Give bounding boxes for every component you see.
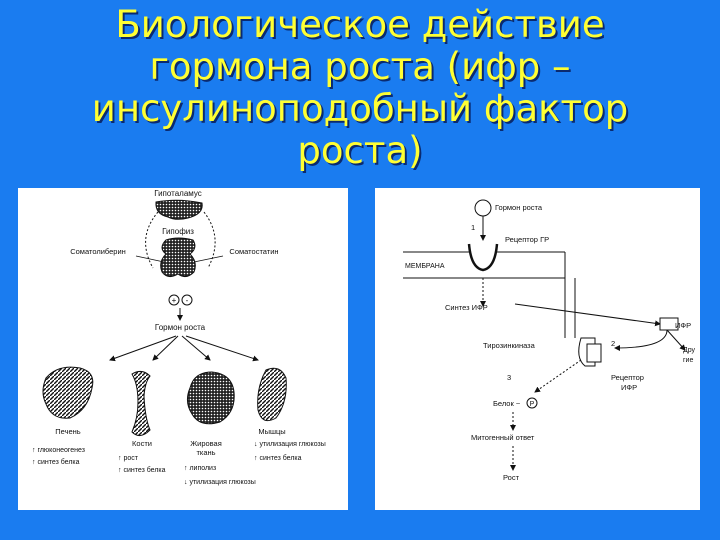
minus-sign: - [186, 296, 189, 305]
membrane-label: МЕМБРАНА [405, 263, 445, 270]
hypothalamus-shape [155, 199, 203, 220]
feedback-arc-right [203, 211, 216, 269]
fat-label-2: ткань [196, 448, 215, 457]
step-3-label: 3 [507, 373, 511, 382]
igf-label: ИФР [675, 321, 691, 330]
phosphate-circle [526, 397, 538, 409]
other-label-1: Дру [683, 347, 696, 354]
igf-box [659, 317, 679, 331]
growth-hormone-molecule [474, 199, 492, 217]
pituitary-label: Гипофиз [162, 227, 194, 236]
plus-circle [168, 294, 180, 306]
arrow-to-fat [181, 335, 211, 361]
arrow-to-muscles [185, 335, 259, 362]
bones-label: Кости [132, 439, 152, 448]
igf-signaling-svg: Гормон роста 1 Рецептор ГР МЕМБРАНА Синт… [403, 199, 696, 482]
arrow-to-protein [534, 359, 582, 393]
arrow-to-liver [109, 335, 177, 362]
bone-organ [131, 370, 151, 436]
igf-synthesis-label: Синтез ИФР [445, 303, 488, 312]
igf-signaling-diagram: Гормон роста 1 Рецептор ГР МЕМБРАНА Синт… [375, 188, 700, 510]
gh-receptor-label: Рецептор ГР [505, 235, 549, 244]
tyrosine-kinase-label: Тирозинкиназа [483, 341, 536, 350]
liver-effect-2: ↑ синтез белка [32, 458, 80, 466]
muscles-label: Мышцы [258, 427, 285, 436]
somatostatin-arrow [193, 255, 224, 263]
somatoliberin-label: Соматолиберин [70, 247, 126, 256]
title-line-3: инсулиноподобный фактор [91, 87, 629, 130]
step-2-label: 2 [611, 339, 615, 348]
hypothalamus-label: Гипоталамус [154, 189, 202, 198]
liver-effect-1: ↑ глюконеогенез [32, 447, 85, 454]
growth-label: Рост [503, 473, 520, 482]
liver-label: Печень [55, 427, 81, 436]
igf-receptor-domain [586, 343, 602, 363]
muscle-effect-2: ↑ синтез белка [254, 454, 302, 462]
muscle-organ [257, 367, 287, 422]
plus-sign: + [172, 296, 177, 305]
growth-hormone-label: Гормон роста [155, 323, 206, 332]
muscle-effect-1: ↓ утилизация глюкозы [254, 441, 326, 448]
other-label-2: гие [683, 357, 693, 364]
somatostatin-label: Соматостатин [229, 247, 278, 256]
gh-regulation-diagram: Гипоталамус Гипофиз Соматолиберин Сомато… [18, 188, 348, 510]
arrow-igf-to-receptor [614, 329, 668, 351]
fat-label-1: Жировая [190, 439, 222, 448]
title-line-1: Биологическое действие [115, 3, 605, 46]
igf-receptor-label-2: ИФР [621, 383, 637, 392]
igf-receptor-label-1: Рецептор [611, 373, 644, 382]
phosphate-label: P [530, 401, 535, 408]
protein-label: Белок ~ [493, 399, 521, 408]
slide-title: Биологическое действие гормона роста (иф… [20, 4, 700, 172]
liver-organ [42, 366, 94, 419]
arrow-to-igf [514, 303, 661, 327]
fat-organ [186, 371, 235, 425]
arrow-to-bones [152, 335, 179, 361]
somatoliberin-arrow [135, 255, 165, 263]
mitogenic-label: Митогенный ответ [471, 433, 535, 442]
title-line-2: гормона роста (ифр – [149, 45, 571, 88]
growth-hormone-label-right: Гормон роста [495, 203, 543, 212]
step-1-label: 1 [471, 223, 475, 232]
minus-circle [181, 294, 193, 306]
pituitary-shape [160, 237, 196, 278]
bone-effect-2: ↑ синтез белка [118, 466, 166, 474]
gh-regulation-svg: Гипоталамус Гипофиз Соматолиберин Сомато… [32, 189, 326, 486]
fat-effect-2: ↓ утилизация глюкозы [184, 479, 256, 486]
bone-effect-1: ↑ рост [118, 455, 139, 462]
title-line-4: роста) [297, 129, 423, 172]
gh-receptor-shape [467, 243, 499, 272]
arrow-igf-to-other [666, 329, 686, 351]
fat-effect-1: ↑ липолиз [184, 465, 216, 472]
